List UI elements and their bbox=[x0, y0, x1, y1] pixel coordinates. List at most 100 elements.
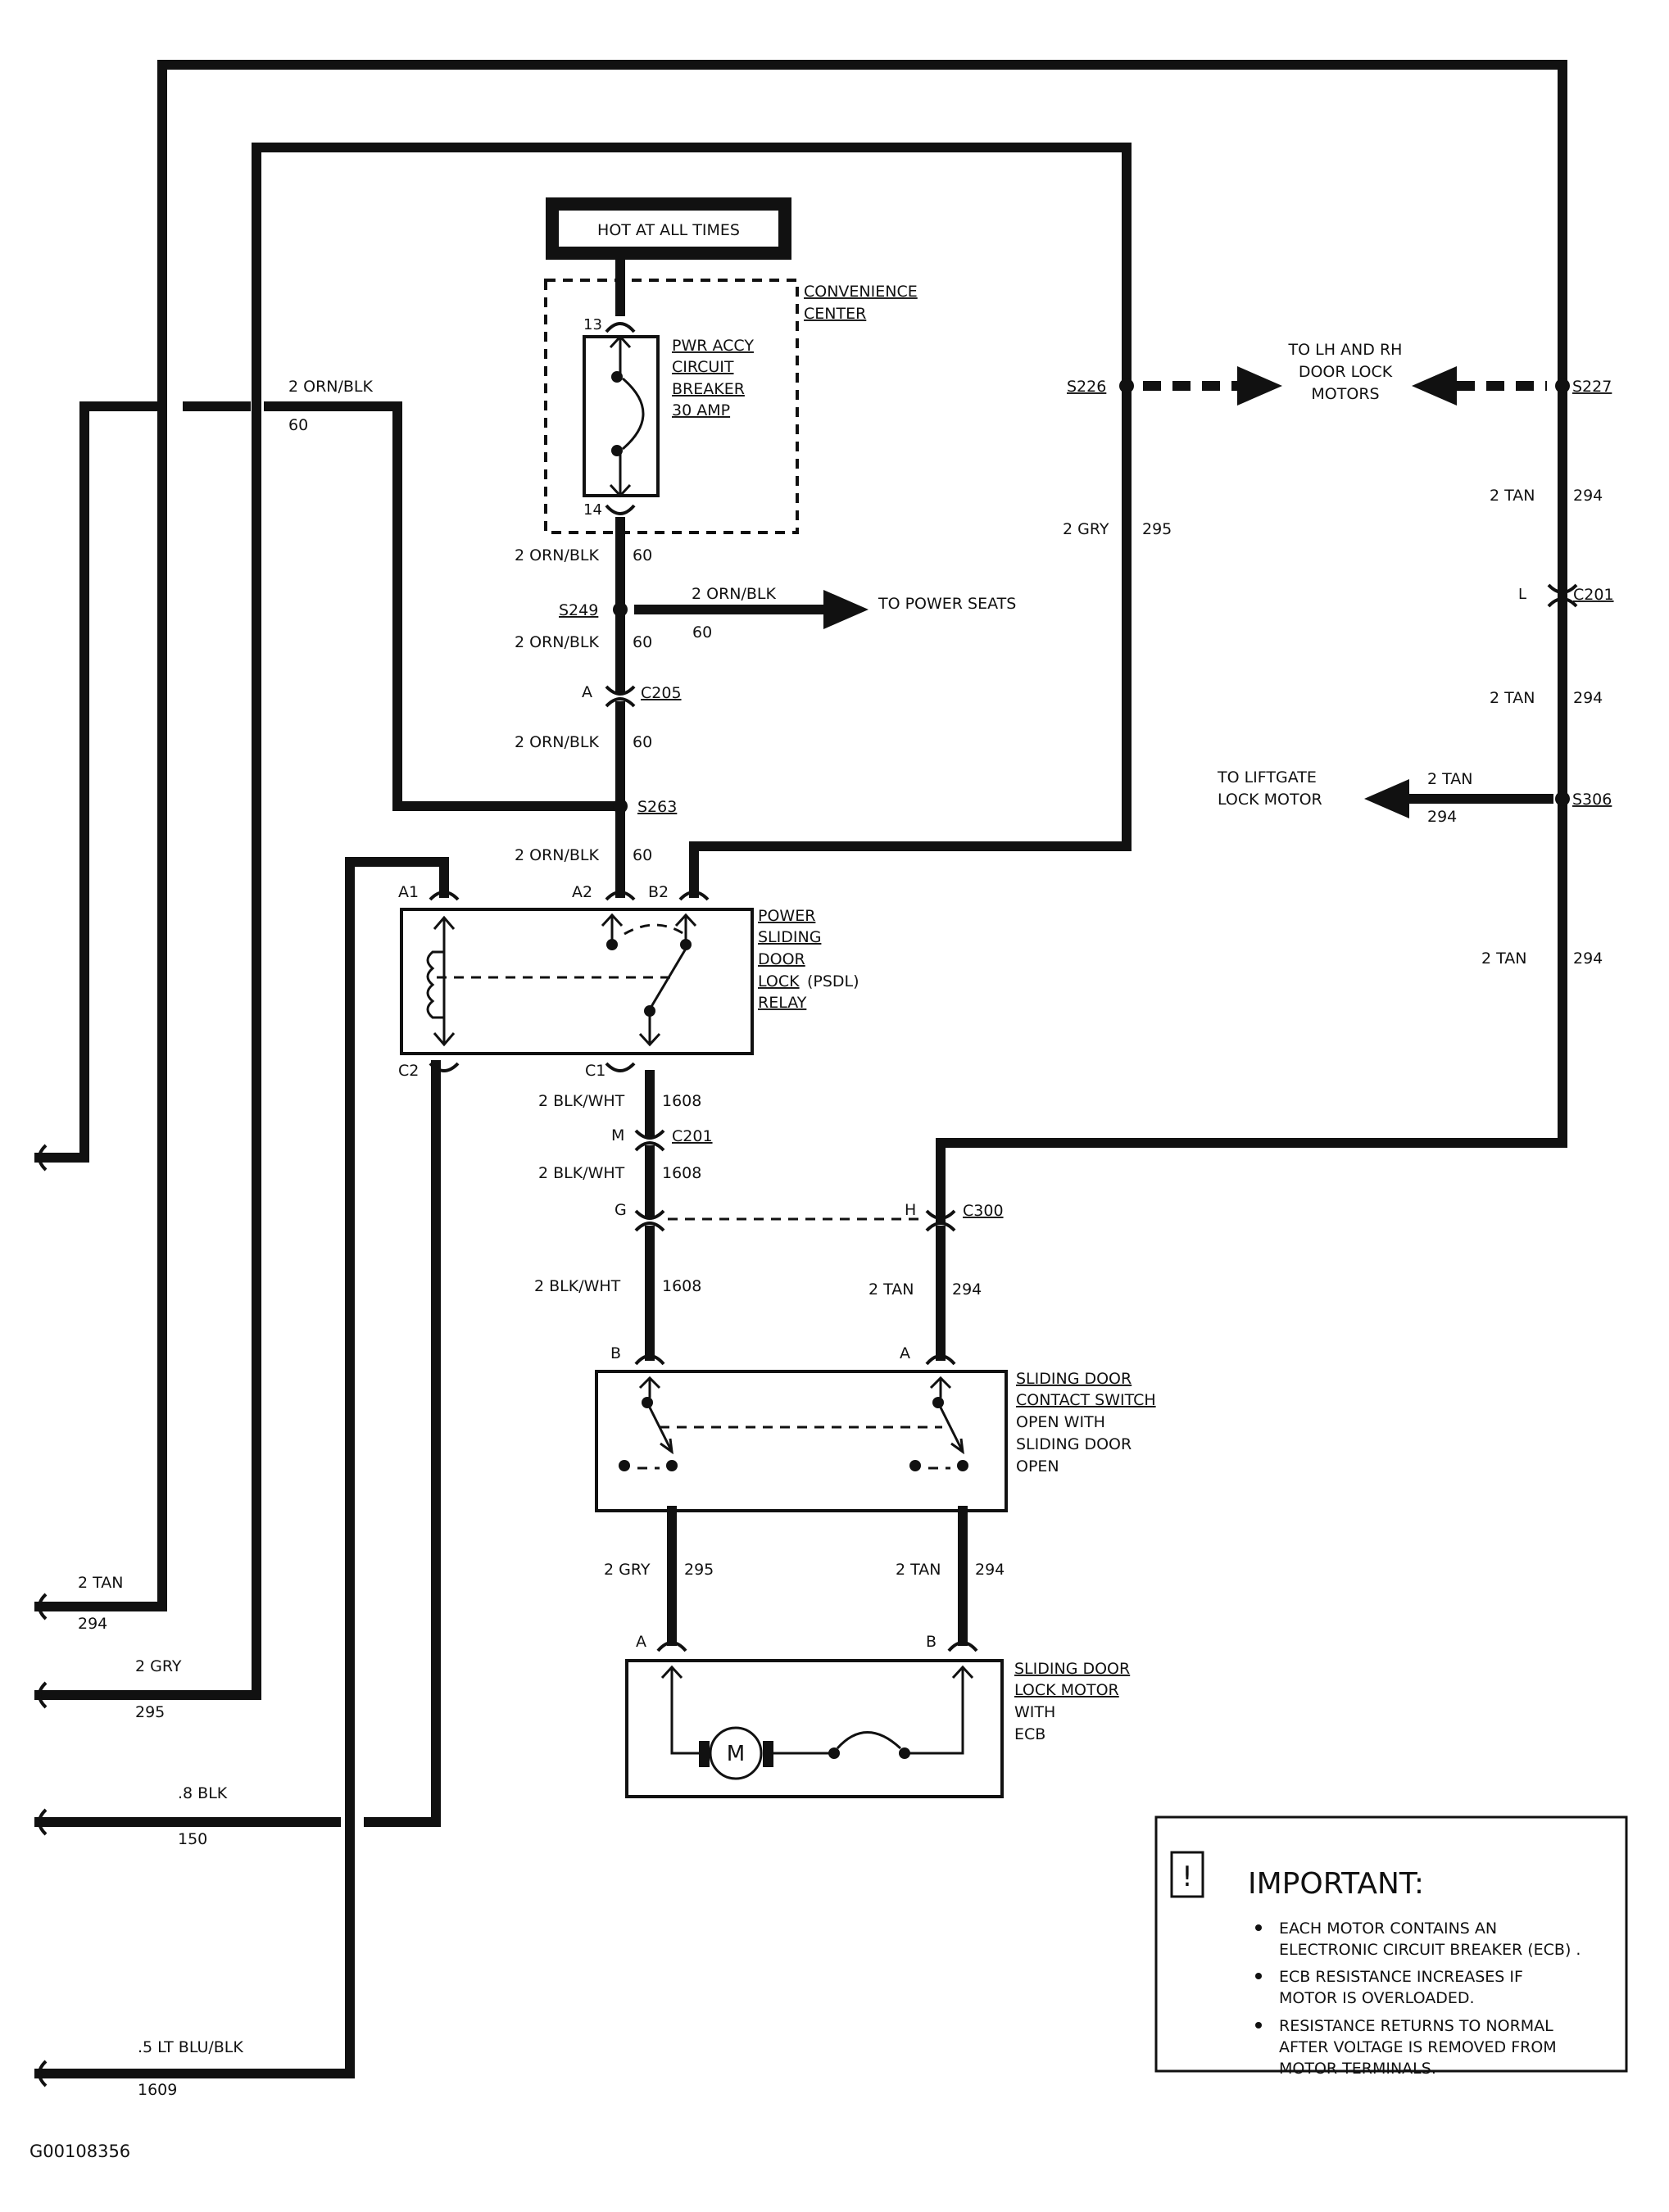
switch-left-lead bbox=[638, 1376, 661, 1398]
switch-right-blade bbox=[939, 1407, 964, 1455]
relay-pin-c2: C2 bbox=[398, 1062, 419, 1080]
wire-lt-blu-blk-1609 bbox=[34, 857, 449, 2078]
splice-s227-label: S227 bbox=[1572, 378, 1612, 396]
lock-motor-label-4: ECB bbox=[1014, 1725, 1045, 1743]
label-60-left: 60 bbox=[288, 416, 308, 434]
relay-pin-a1: A1 bbox=[398, 883, 419, 901]
label-60-4: 60 bbox=[633, 846, 652, 864]
relay-label-3: DOOR bbox=[758, 950, 805, 968]
switch-left-pivot bbox=[666, 1460, 678, 1471]
contact-switch-label-2: CONTACT SWITCH bbox=[1016, 1391, 1156, 1409]
breaker-label-1: PWR ACCY bbox=[672, 337, 754, 355]
breaker-element bbox=[622, 377, 645, 451]
hot-at-all-times-label: HOT AT ALL TIMES bbox=[597, 221, 740, 239]
note-2-line-2: MOTOR IS OVERLOADED. bbox=[1279, 1989, 1475, 2007]
motor-lead-b bbox=[909, 1665, 974, 1755]
label-1608-1: 1608 bbox=[662, 1092, 701, 1110]
lock-motor-label-3: WITH bbox=[1014, 1703, 1055, 1721]
label-tan-r3: 2 TAN bbox=[1481, 950, 1526, 968]
relay-c1-lead bbox=[638, 1016, 661, 1047]
relay-label-5: RELAY bbox=[758, 994, 807, 1012]
label-60-3: 60 bbox=[633, 733, 652, 751]
note-2-line-1: ECB RESISTANCE INCREASES IF bbox=[1279, 1968, 1523, 1986]
label-blk-wht-3: 2 BLK/WHT bbox=[534, 1277, 621, 1295]
bullet-3 bbox=[1255, 2022, 1262, 2028]
psdl-relay-body bbox=[400, 908, 754, 1055]
label-1608-2: 1608 bbox=[662, 1164, 701, 1182]
relay-b2-lead bbox=[674, 913, 697, 942]
c300-pin-g: G bbox=[615, 1201, 627, 1219]
wire-gry-295-loop bbox=[252, 143, 1132, 1700]
label-294-r3: 294 bbox=[1573, 950, 1603, 968]
ecb-contact-right bbox=[899, 1747, 910, 1759]
breaker-bottom-terminal bbox=[605, 504, 636, 515]
ecb-element bbox=[836, 1731, 902, 1750]
splice-s249-dot bbox=[613, 602, 628, 617]
important-icon-glyph: ! bbox=[1181, 1861, 1193, 1893]
switch-right-fixed bbox=[909, 1460, 921, 1471]
breaker-pin-13: 13 bbox=[583, 316, 602, 333]
c300-pin-h: H bbox=[905, 1201, 916, 1219]
relay-switch-blade bbox=[648, 948, 687, 1010]
relay-pin-b2: B2 bbox=[648, 883, 669, 901]
label-295-motor: 295 bbox=[684, 1561, 714, 1579]
breaker-top-terminal bbox=[605, 322, 636, 333]
c300-left-female bbox=[634, 1209, 665, 1220]
label-blk-wht-1: 2 BLK/WHT bbox=[538, 1092, 625, 1110]
c201-right-label: C201 bbox=[1573, 586, 1614, 604]
label-294-left: 294 bbox=[78, 1615, 107, 1633]
convenience-center-label-1: CONVENIENCE bbox=[804, 283, 918, 301]
splice-s306-dot bbox=[1555, 791, 1570, 806]
label-tan-r1: 2 TAN bbox=[1490, 487, 1535, 505]
label-60-seats: 60 bbox=[692, 623, 712, 641]
wire-blk-150-b bbox=[364, 1060, 441, 1827]
motor-symbol: M bbox=[727, 1742, 745, 1766]
label-orn-blk-seats: 2 ORN/BLK bbox=[692, 585, 777, 603]
label-orn-blk-3: 2 ORN/BLK bbox=[515, 733, 600, 751]
relay-pin-a2: A2 bbox=[572, 883, 592, 901]
splice-s226-label: S226 bbox=[1067, 378, 1106, 396]
lock-motor-label-2: LOCK MOTOR bbox=[1014, 1681, 1119, 1699]
label-orn-blk-1: 2 ORN/BLK bbox=[515, 546, 600, 564]
lock-motor-label-1: SLIDING DOOR bbox=[1014, 1660, 1130, 1678]
arrow-s227-door-locks bbox=[1412, 366, 1457, 406]
splice-s306-label: S306 bbox=[1572, 791, 1612, 809]
arrow-to-power-seats bbox=[823, 590, 869, 629]
left-terminals bbox=[38, 1144, 48, 2087]
label-294-motor: 294 bbox=[975, 1561, 1005, 1579]
label-gry-right: 2 GRY bbox=[1063, 520, 1109, 538]
splice-s226-dot bbox=[1119, 378, 1134, 393]
splice-s263-dot bbox=[613, 799, 628, 814]
label-60-1: 60 bbox=[633, 546, 652, 564]
label-lt-blu-blk-left: .5 LT BLU/BLK bbox=[138, 2038, 243, 2056]
c300-right-female bbox=[925, 1209, 956, 1220]
switch-right-contact bbox=[932, 1397, 944, 1408]
c205-pin-a: A bbox=[582, 683, 592, 701]
relay-label-4: LOCK bbox=[758, 972, 800, 990]
c201-left-pin-m: M bbox=[611, 1126, 624, 1145]
switch-pin-b: B bbox=[610, 1344, 621, 1362]
bullet-1 bbox=[1255, 1924, 1262, 1931]
contact-switch-label-3: OPEN WITH bbox=[1016, 1413, 1105, 1431]
door-lock-motors-label-1: TO LH AND RH bbox=[1288, 341, 1403, 359]
c201-left-label: C201 bbox=[672, 1127, 713, 1145]
convenience-center-box bbox=[544, 279, 799, 534]
motor-pin-a-terminal bbox=[656, 1641, 687, 1652]
note-3-line-3: MOTOR TERMINALS. bbox=[1279, 2060, 1436, 2078]
relay-pin-c1: C1 bbox=[585, 1062, 605, 1080]
note-3-line-2: AFTER VOLTAGE IS REMOVED FROM bbox=[1279, 2038, 1557, 2056]
label-294-r1: 294 bbox=[1573, 487, 1603, 505]
figure-id: G00108356 bbox=[29, 2142, 130, 2161]
switch-left-blade bbox=[648, 1407, 673, 1455]
relay-a2-contact bbox=[606, 939, 618, 950]
breaker-pin-14: 14 bbox=[583, 501, 602, 519]
c205-label: C205 bbox=[641, 684, 682, 702]
label-orn-blk-left: 2 ORN/BLK bbox=[288, 378, 374, 396]
breaker-contact-top bbox=[611, 371, 623, 383]
breaker-contact-bottom bbox=[611, 445, 623, 456]
c201-right-pin-l: L bbox=[1518, 586, 1526, 603]
lock-motor-body bbox=[625, 1659, 1004, 1798]
label-gry-motor: 2 GRY bbox=[604, 1561, 651, 1579]
c201-left-male bbox=[634, 1141, 665, 1152]
